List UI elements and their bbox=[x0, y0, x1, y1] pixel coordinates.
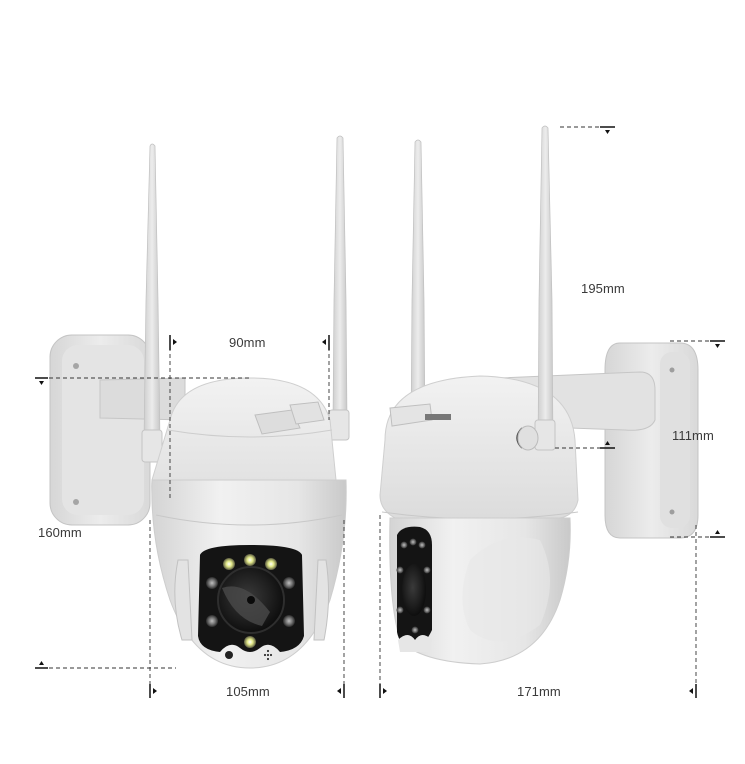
white-led-icon bbox=[223, 558, 235, 570]
depth-label: 171mm bbox=[517, 684, 561, 699]
ir-led-icon bbox=[283, 615, 295, 627]
total-height-label: 160mm bbox=[38, 525, 82, 540]
white-led-icon bbox=[265, 558, 277, 570]
side-lens-panel bbox=[396, 526, 432, 652]
antenna-spacing-label: 90mm bbox=[229, 335, 266, 350]
wall-plate bbox=[49, 334, 151, 526]
bracket-height-label: 111mm bbox=[672, 428, 714, 443]
ir-led-icon bbox=[283, 577, 295, 589]
dimension-ticks bbox=[35, 126, 725, 698]
side-view-camera bbox=[379, 125, 699, 665]
right-antenna bbox=[328, 135, 350, 441]
front-width-label: 105mm bbox=[226, 684, 270, 699]
front-view-camera bbox=[49, 135, 350, 669]
lens-panel bbox=[198, 545, 304, 652]
antenna-height-label: 195mm bbox=[581, 281, 625, 296]
dimension-arrows bbox=[39, 130, 720, 694]
side-wall-plate bbox=[604, 342, 699, 539]
ir-led-icon bbox=[206, 615, 218, 627]
front-antenna bbox=[516, 125, 556, 451]
microphone-icon bbox=[225, 651, 233, 659]
ir-led-icon bbox=[206, 577, 218, 589]
white-led-icon bbox=[244, 554, 256, 566]
speaker-grille-icon bbox=[263, 649, 273, 661]
white-led-icon bbox=[244, 636, 256, 648]
